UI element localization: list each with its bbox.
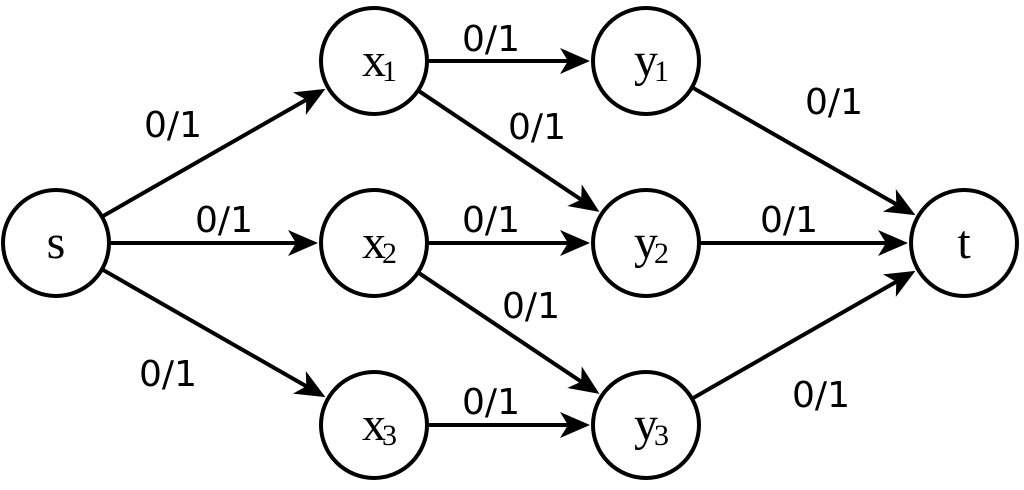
edge-s-x3 [101,267,308,388]
node-y2: y2 [591,188,701,298]
node-subscript-x3: 3 [382,419,397,452]
edge-label-s-x1: 0/1 [144,105,202,146]
node-circle-s [1,188,111,298]
edge-label-y2-t: 0/1 [760,200,818,241]
node-label-s: s [47,216,66,269]
edge-y1-t [691,85,898,206]
node-y3: y3 [591,370,701,480]
node-x2: x2 [319,188,429,298]
edge-label-s-x2: 0/1 [195,200,253,241]
arrowhead-x2-y3 [567,366,600,394]
node-label-y2: y [634,216,658,269]
arrowhead-x3-y3 [560,412,590,438]
edge-y3-t [691,280,898,401]
node-subscript-y3: 3 [654,419,669,452]
node-s: s [1,188,111,298]
edge-label-x1-y2: 0/1 [508,107,566,148]
edge-label-x3-y3: 0/1 [462,382,520,423]
edge-s-x1 [101,98,308,219]
edge-label-x2-y2: 0/1 [462,200,520,241]
node-x1: x1 [319,6,429,116]
node-circle-x1 [319,6,429,116]
edge-x1-y2 [416,88,583,202]
edge-label-y3-t: 0/1 [792,375,850,416]
node-circle-x2 [319,188,429,298]
node-circle-y3 [591,370,701,480]
edge-label-x2-y3: 0/1 [502,286,560,327]
arrowhead-s-x1 [292,88,326,116]
node-label-t: t [957,216,971,269]
edge-label-y1-t: 0/1 [805,82,863,123]
edge-x2-y3 [416,270,583,384]
node-subscript-x2: 2 [382,237,397,270]
node-circle-y2 [591,188,701,298]
arrowhead-s-x2 [288,230,318,256]
node-label-x3: x [362,398,386,451]
node-label-y1: y [634,34,658,87]
edge-labels-layer: 0/1 0/1 0/1 0/1 0/1 0/1 0/1 0/1 0/1 0/1 0/1 [139,19,863,423]
node-circle-t [909,188,1019,298]
node-t: t [909,188,1019,298]
node-label-x2: x [362,216,386,269]
node-x3: x3 [319,370,429,480]
arrowhead-x2-y2 [560,230,590,256]
arrowhead-s-x3 [292,370,326,398]
arrowhead-x1-y2 [567,184,600,212]
node-subscript-y1: 1 [654,55,669,88]
arrowhead-y2-t [878,230,908,256]
node-circle-y1 [591,6,701,116]
edges-layer [101,48,916,438]
node-subscript-y2: 2 [654,237,669,270]
arrowhead-y1-t [882,188,916,216]
node-label-x1: x [362,34,386,87]
node-label-y3: y [634,398,658,451]
node-circle-x3 [319,370,429,480]
edge-label-x1-y1: 0/1 [462,19,520,60]
arrowhead-y3-t [882,270,916,298]
edge-label-s-x3: 0/1 [139,354,197,395]
node-y1: y1 [591,6,701,116]
arrowhead-x1-y1 [560,48,590,74]
node-subscript-x1: 1 [382,55,397,88]
